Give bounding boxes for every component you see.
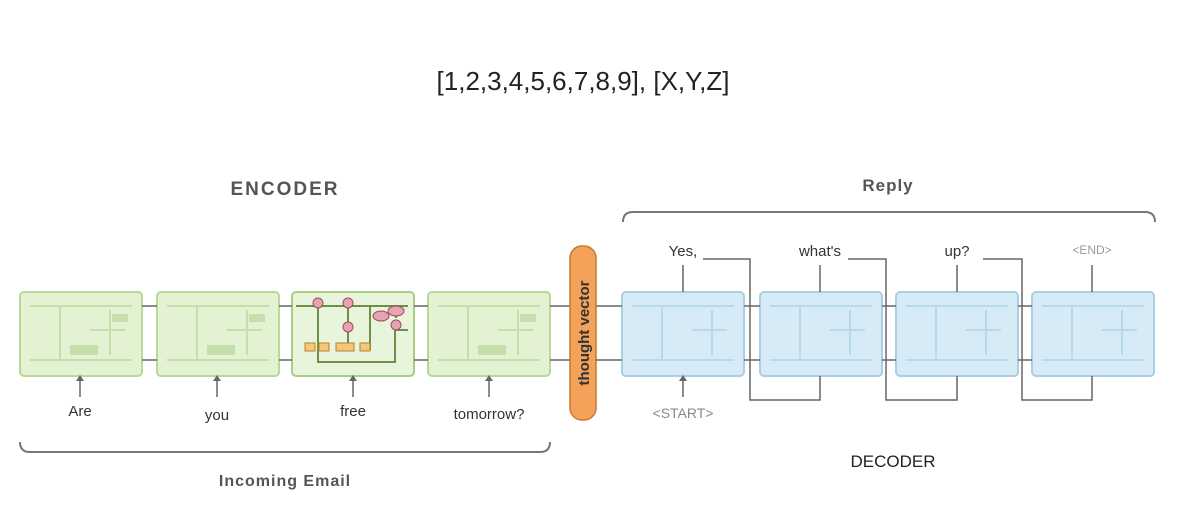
encoder-title: ENCODER [230, 179, 339, 200]
incoming-email-bracket [19, 441, 551, 453]
reply-label: Reply [862, 176, 913, 195]
arrow-heads [76, 375, 687, 381]
end-token: <END> [1072, 243, 1111, 257]
encoder-input-word: Are [68, 403, 91, 420]
decoder-output-word: up? [944, 243, 969, 260]
lstm-detail [296, 297, 408, 363]
decoder-output-word: Yes, [669, 243, 698, 260]
tanh-gate-icon [387, 305, 405, 317]
sigma-layer-icon [318, 342, 330, 352]
tanh-layer-icon [335, 342, 355, 352]
decoder-cell-internals [632, 305, 1144, 361]
output-arrows [682, 265, 1093, 292]
tanh-gate-icon [372, 310, 390, 322]
encoder-connections [142, 305, 570, 361]
decoder-label: DECODER [850, 452, 935, 471]
multiply-gate-icon [342, 321, 354, 333]
decoder-cell-3 [895, 291, 1019, 377]
encoder-input-word: free [340, 403, 366, 420]
encoder-cell-4 [427, 291, 551, 377]
multiply-gate-icon [390, 319, 402, 331]
encoder-input-word: you [205, 407, 229, 424]
decoder-feedback-loops [703, 258, 1093, 401]
start-token: <START> [653, 405, 714, 421]
decoder-output-word: what's [798, 243, 841, 260]
add-gate-icon [342, 297, 354, 309]
reply-bracket [622, 211, 1156, 223]
incoming-email-label: Incoming Email [219, 473, 351, 490]
encoder-cell-internals [30, 305, 540, 361]
sequence-label: [1,2,3,4,5,6,7,8,9], [X,Y,Z] [437, 66, 730, 96]
sigma-layer-icon [304, 342, 316, 352]
decoder-connections [596, 305, 1032, 361]
decoder-cell-1 [621, 291, 745, 377]
sigma-layer-icon [359, 342, 371, 352]
multiply-gate-icon [312, 297, 324, 309]
thought-vector-label: thought vector [576, 280, 593, 385]
input-arrows [79, 378, 684, 397]
decoder-cell-4 [1031, 291, 1155, 377]
encoder-cells [19, 291, 551, 377]
decoder-cell-2 [759, 291, 883, 377]
thought-vector [569, 245, 597, 421]
decoder-cells [621, 291, 1155, 377]
encoder-input-word: tomorrow? [454, 406, 525, 423]
encoder-cell-1 [19, 291, 143, 377]
encoder-cell-2 [156, 291, 280, 377]
